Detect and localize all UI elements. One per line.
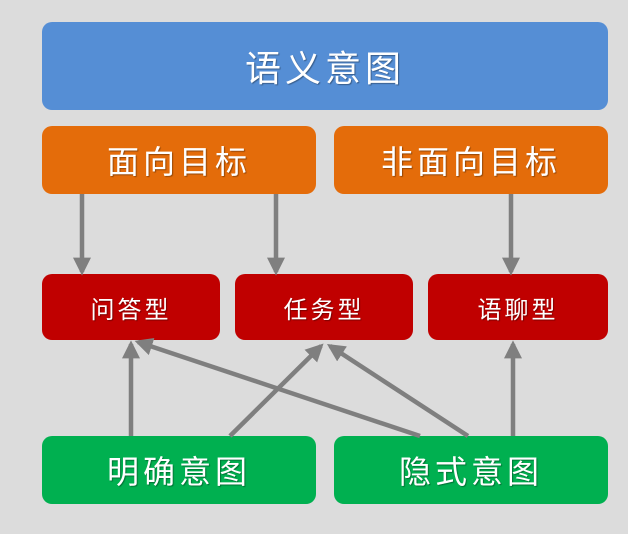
non-goal-oriented-label: 非面向目标: [380, 143, 561, 181]
chat-type-box: 语聊型: [428, 274, 608, 340]
qa-type-box: 问答型: [42, 274, 220, 340]
explicit-intent-box: 明确意图: [42, 436, 316, 504]
explicit-intent-label: 明确意图: [106, 453, 251, 491]
task-type-box: 任务型: [235, 274, 413, 340]
implicit-intent-box: 隐式意图: [334, 436, 608, 504]
arrow-implicit-to-qa: [134, 338, 421, 439]
non-goal-oriented-box: 非面向目标: [334, 126, 608, 194]
qa-type-label: 问答型: [90, 295, 172, 324]
arrow-implicit-to-task: [326, 344, 470, 438]
chat-type-label: 语聊型: [477, 295, 559, 324]
implicit-intent-label: 隐式意图: [398, 453, 543, 491]
goal-oriented-label: 面向目标: [106, 143, 251, 181]
arrow-explicit-to-task: [228, 343, 324, 438]
goal-oriented-box: 面向目标: [42, 126, 316, 194]
semantic-intent-box: 语义意图: [42, 22, 608, 110]
semantic-intent-label: 语义意图: [244, 49, 405, 90]
task-type-label: 任务型: [283, 295, 365, 324]
